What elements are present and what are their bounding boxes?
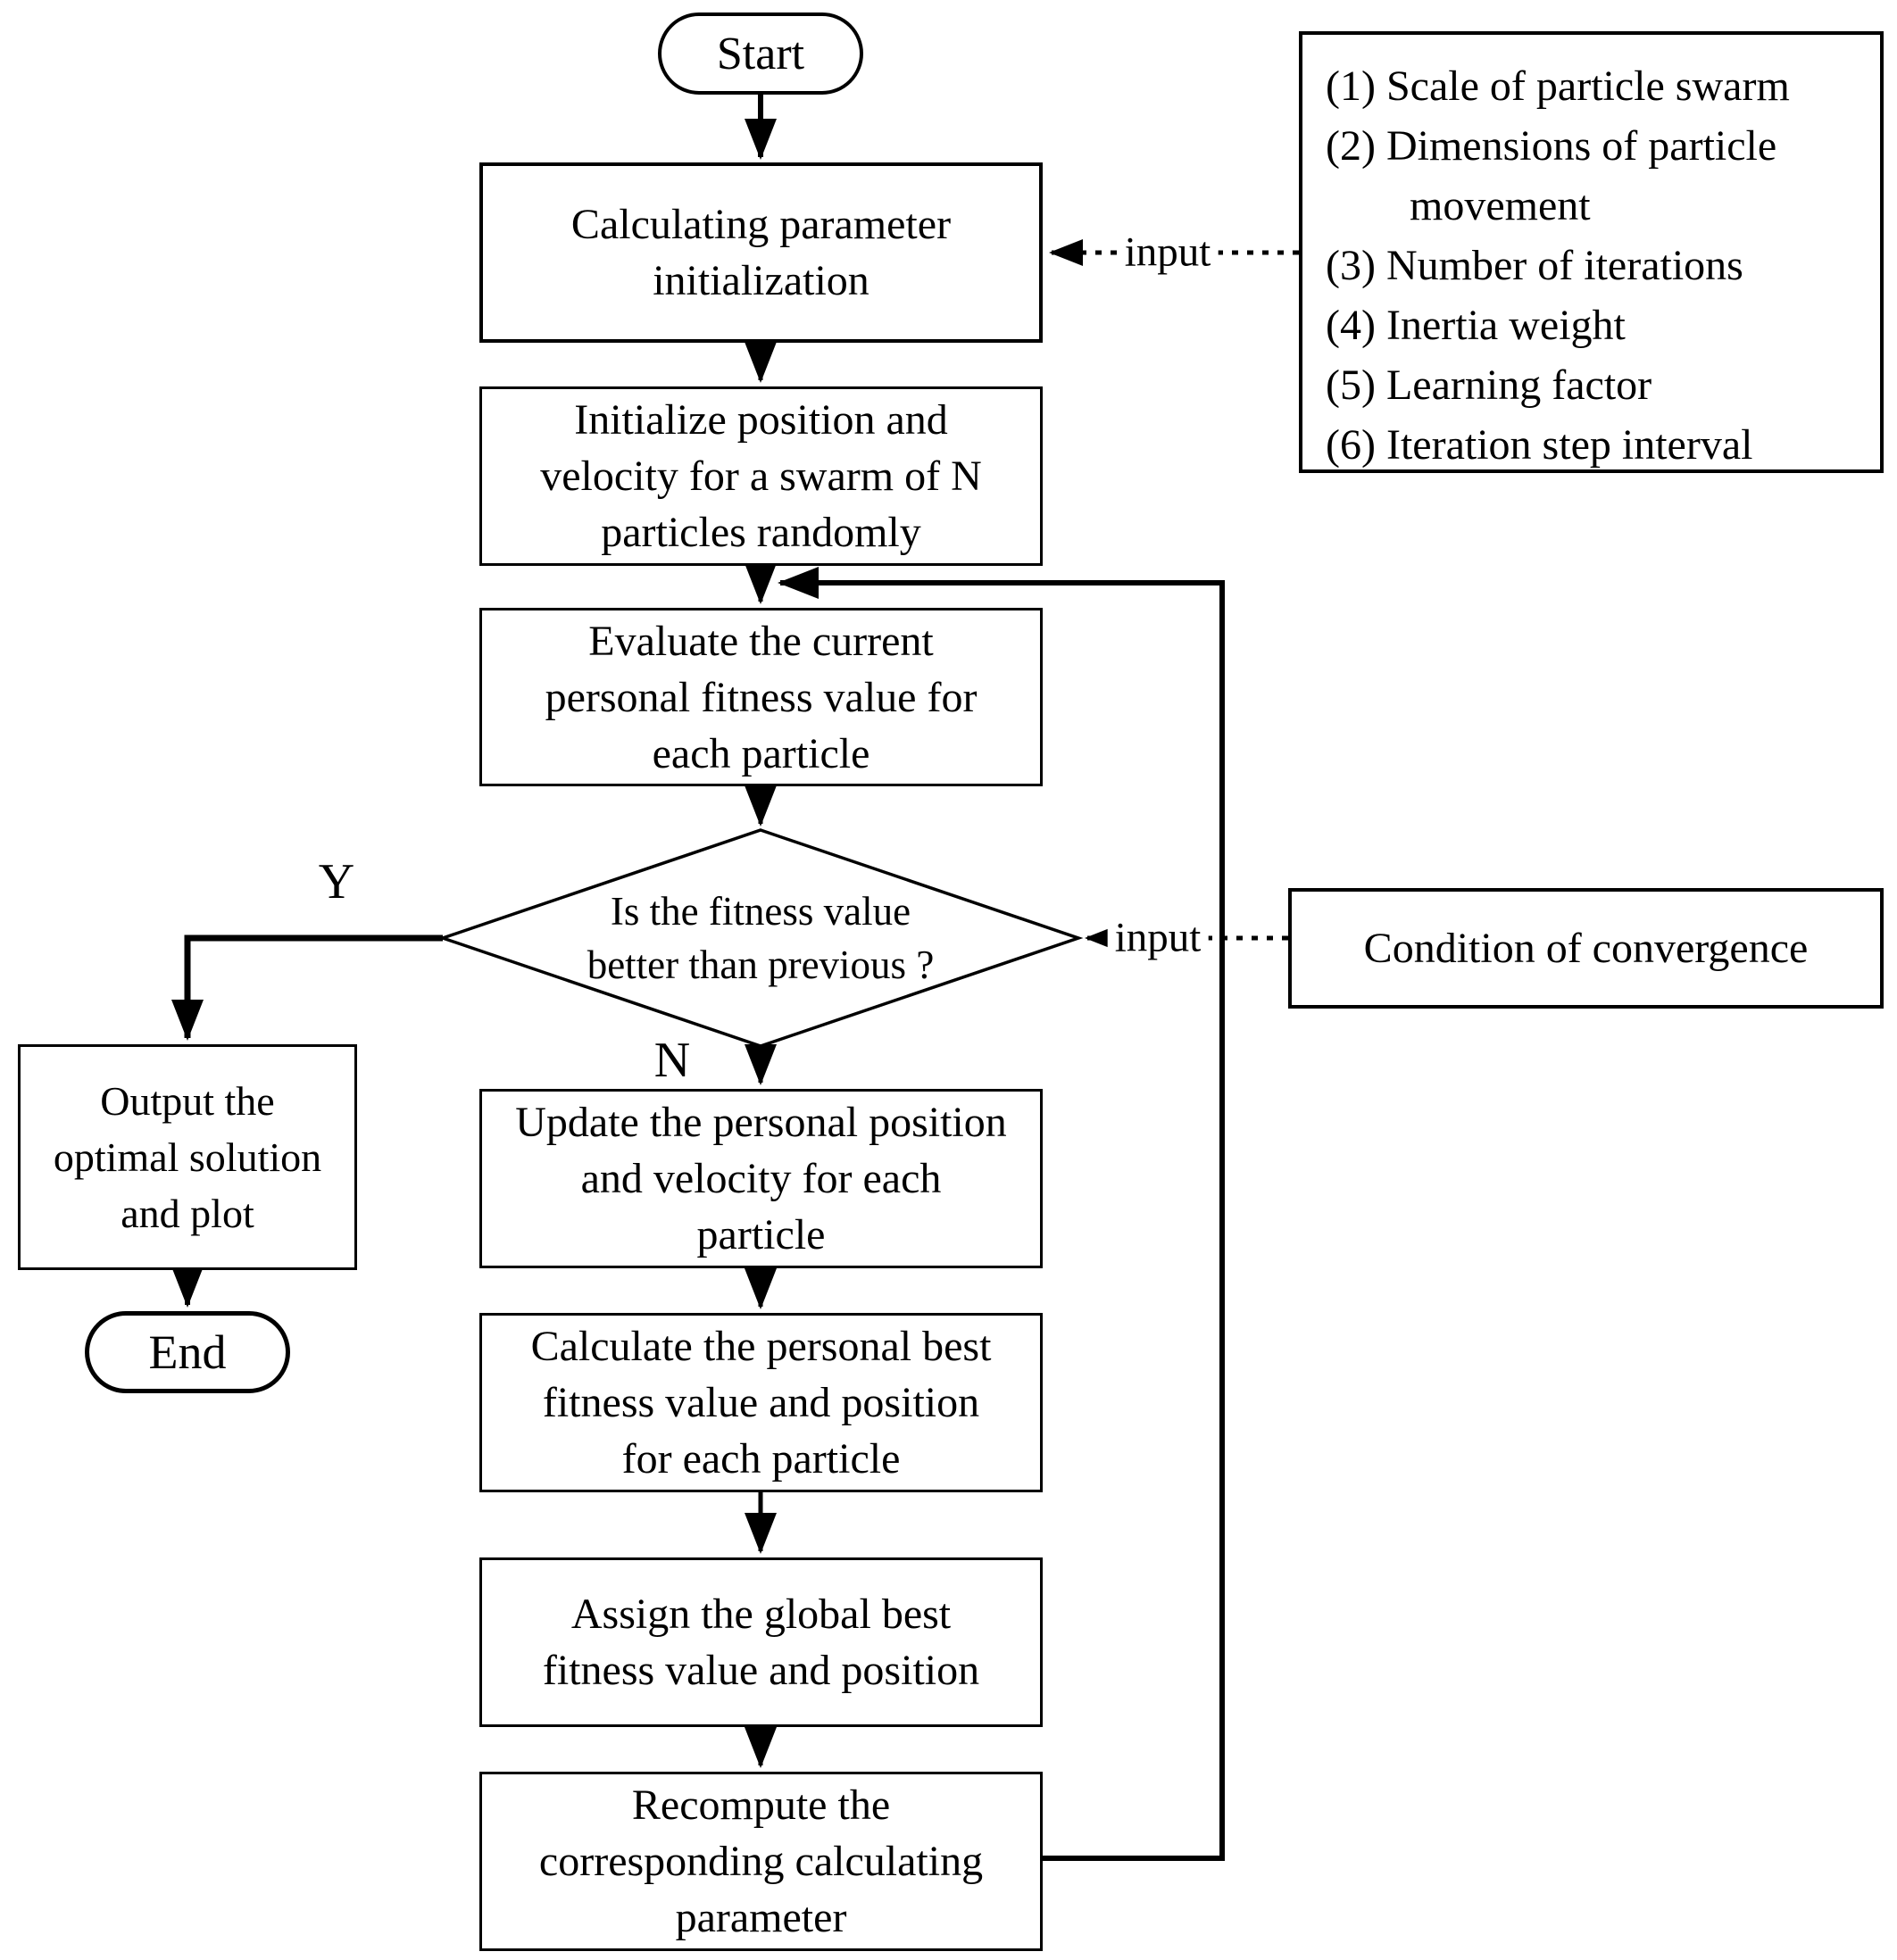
parameter-item-continuation: movement <box>1410 182 1591 229</box>
process-text-line: particles randomly <box>601 509 921 556</box>
process-text-line: each particle <box>652 729 870 777</box>
process-text-line: Initialize position and <box>574 396 948 444</box>
start-label: Start <box>716 28 805 79</box>
start-terminator: Start <box>658 12 863 95</box>
process-text-line: Update the personal position <box>515 1099 1007 1146</box>
process-text-line: optimal solution <box>53 1134 322 1180</box>
parameter-item: (3) Number of iterations <box>1326 242 1743 289</box>
process-text-line: Calculating parameter <box>570 201 952 248</box>
process-text-line: Assign the global best <box>570 1590 952 1638</box>
process-text-line: parameter <box>675 1894 847 1941</box>
process-text-line: Output the <box>100 1078 275 1124</box>
process-text-line: particle <box>696 1211 826 1258</box>
process-assign-global-best: Assign the global best fitness value and… <box>479 1557 1043 1727</box>
process-update-position-velocity: Update the personal position and velocit… <box>479 1089 1043 1268</box>
yes-branch-label: Y <box>318 854 355 909</box>
process-text-line: fitness value and position <box>542 1379 980 1426</box>
process-recompute-parameter: Recompute the corresponding calculating … <box>479 1772 1043 1951</box>
process-text-line: for each particle <box>621 1435 901 1482</box>
parameter-item: (2) Dimensions of particle <box>1326 122 1777 170</box>
process-text-line: velocity for a swarm of N <box>540 453 982 500</box>
yes-branch-connector <box>171 934 443 1041</box>
parameter-item: (5) Learning factor <box>1326 361 1652 409</box>
process-text-line: Evaluate the current <box>588 617 934 665</box>
process-text-line: corresponding calculating <box>538 1838 984 1885</box>
end-terminator: End <box>85 1311 290 1393</box>
condition-of-convergence-box: Condition of convergence <box>1288 888 1884 1009</box>
process-text-line: fitness value and position <box>542 1647 980 1694</box>
process-text-line: personal fitness value for <box>545 673 978 721</box>
process-calculating-parameter-initialization: Calculating parameter initialization <box>479 162 1043 343</box>
process-calculate-personal-best: Calculate the personal best fitness valu… <box>479 1313 1043 1492</box>
process-output-optimal-solution: Output the optimal solution and plot <box>18 1044 357 1270</box>
input-label-parameters: input <box>1117 229 1219 276</box>
condition-label: Condition of convergence <box>1363 925 1809 972</box>
process-text-line: and velocity for each <box>580 1155 942 1202</box>
end-label: End <box>148 1325 227 1379</box>
process-text-line: and plot <box>121 1191 254 1236</box>
decision-text-line: Is the fitness value <box>610 889 911 934</box>
process-evaluate-fitness: Evaluate the current personal fitness va… <box>479 608 1043 786</box>
parameter-item: (4) Inertia weight <box>1326 302 1626 349</box>
decision-fitness-better: Is the fitness value better than previou… <box>493 857 1028 1019</box>
loop-back-connector <box>778 567 1225 1861</box>
input-label-condition: input <box>1107 915 1209 961</box>
process-text-line: Recompute the <box>631 1781 891 1829</box>
process-text-line: Calculate the personal best <box>530 1323 992 1370</box>
parameter-item: (1) Scale of particle swarm <box>1326 62 1790 110</box>
process-text-line: initialization <box>653 257 869 304</box>
input-parameters-box: (1) Scale of particle swarm (2) Dimensio… <box>1299 31 1884 473</box>
no-branch-label: N <box>653 1033 691 1088</box>
process-initialize-swarm: Initialize position and velocity for a s… <box>479 386 1043 566</box>
parameter-item: (6) Iteration step interval <box>1326 421 1753 469</box>
decision-text-line: better than previous ? <box>587 943 935 987</box>
